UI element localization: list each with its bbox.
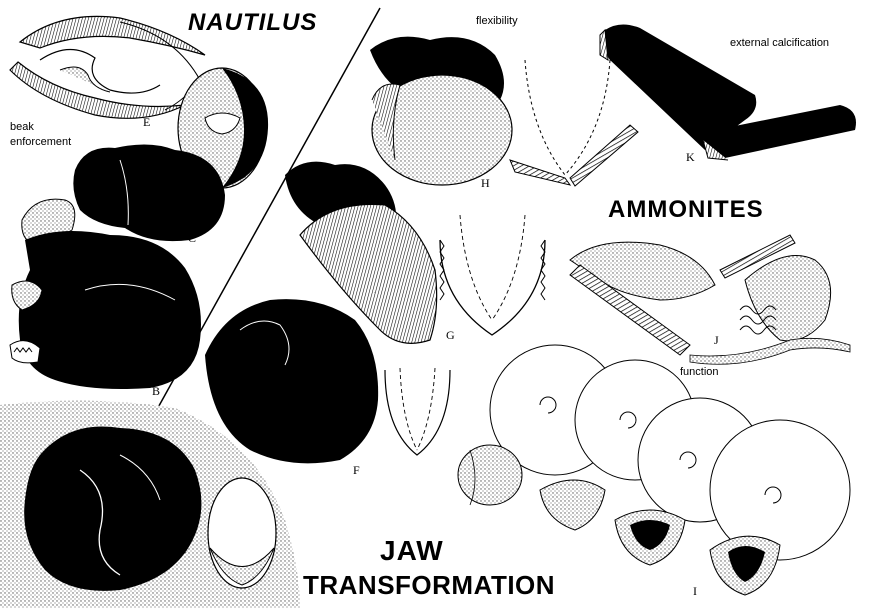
note-beak: beak: [10, 121, 34, 133]
note-enforcement: enforcement: [10, 136, 71, 148]
label-h: H: [481, 176, 490, 190]
title-transformation: TRANSFORMATION: [303, 570, 555, 600]
label-d: D: [238, 167, 247, 181]
figure-e-beak: [10, 16, 205, 118]
note-flexibility: flexibility: [476, 15, 518, 27]
label-f: F: [353, 463, 360, 477]
figure-c-jaw: [73, 144, 225, 241]
figure-h-jaw: [370, 37, 638, 186]
figure-i-ammonites: [458, 345, 850, 595]
note-external-calcification: external calcification: [730, 37, 829, 49]
title-nautilus: NAUTILUS: [188, 9, 317, 36]
label-i: I: [693, 584, 697, 598]
title-ammonites: AMMONITES: [608, 196, 764, 223]
label-b: B: [152, 384, 160, 398]
label-e: E: [143, 115, 150, 129]
label-j: J: [714, 333, 719, 347]
figure-j-jaw: [570, 235, 850, 364]
title-jaw: JAW: [380, 535, 444, 566]
label-a: A: [178, 542, 187, 556]
note-function: function: [680, 366, 719, 378]
label-k: K: [686, 150, 695, 164]
label-c: C: [188, 231, 196, 245]
label-g: G: [446, 328, 455, 342]
